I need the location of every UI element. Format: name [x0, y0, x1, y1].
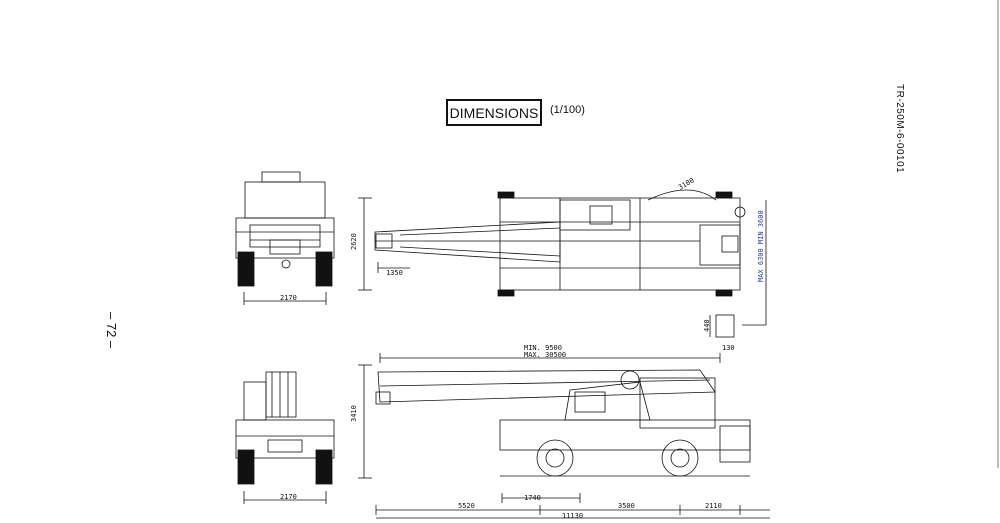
dim-top-front-overhang: 1350: [386, 269, 403, 277]
dim-boom-offset: 1740: [524, 494, 541, 502]
dim-front-track-bottom: 2170: [280, 493, 297, 501]
dim-front-track-top: 2170: [280, 294, 297, 302]
title-box: DIMENSIONS: [446, 99, 542, 126]
dim-top-radius: 3100: [677, 176, 696, 191]
dim-top-width: 2620: [350, 233, 358, 250]
dim-outrigger-span: MAX 6300 MIN 3600: [757, 210, 765, 282]
dim-overall-length: 11130: [562, 512, 583, 520]
scale-label: (1/100): [550, 104, 585, 116]
document-number: TR-250M-6-00101: [894, 84, 905, 174]
dim-outrigger-pad-b: 130: [722, 344, 735, 352]
side-view: 3410 MIN. 9500 MAX. 30500 5520 3500 2110: [350, 344, 770, 520]
page-title: DIMENSIONS: [449, 104, 539, 121]
dim-wheelbase: 3500: [618, 502, 635, 510]
dim-front-overhang: 5520: [458, 502, 475, 510]
dim-outrigger-pad-a: 440: [703, 319, 711, 332]
dim-boom-max: MAX. 30500: [524, 351, 566, 359]
page-number: – 72 –: [104, 312, 119, 349]
dim-rear-overhang: 2110: [705, 502, 722, 510]
top-view: 2620 1350 3100 MAX 6300 MIN 3600: [350, 176, 767, 352]
dim-boom-min: MIN. 9500: [524, 344, 562, 352]
front-view-bottom: 2170: [235, 371, 335, 504]
dim-overall-height: 3410: [350, 405, 358, 422]
page-edge: [997, 0, 999, 468]
front-view-top: 2170: [235, 171, 335, 305]
